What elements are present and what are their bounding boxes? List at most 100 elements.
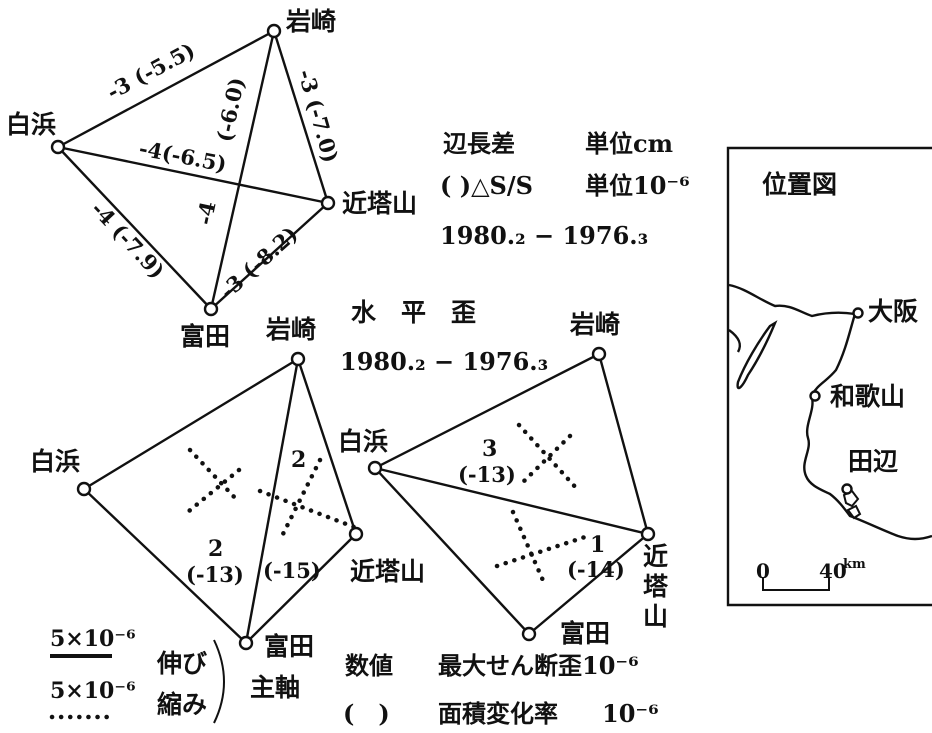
left-station-marker-iwasaki <box>290 351 306 367</box>
value-legend: 数値 最大せん断歪10⁻⁶ ( ) 面積変化率 10⁻⁶ <box>343 651 659 728</box>
edge-shirahama-iwasaki <box>57 29 275 149</box>
strain-title: 水 平 歪 <box>351 298 476 327</box>
right-value-b-paren: (-14) <box>567 557 625 582</box>
city-label-osaka: 大阪 <box>868 297 918 326</box>
edge-label-iwasaki-tonda-diff: -4 <box>191 199 220 227</box>
city-label-tanabe: 田辺 <box>848 447 898 476</box>
station-label-iwasaki: 岩崎 <box>285 7 336 36</box>
map-scale-zero: 0 <box>756 559 770 583</box>
scale-legend: 5×10⁻⁶ 5×10⁻⁶ 伸び 縮み <box>49 626 225 724</box>
value-legend-paren-desc: 面積変化率 <box>438 699 558 728</box>
value-legend-paren-unit: 10⁻⁶ <box>602 699 659 728</box>
station-label-kintozan: 近塔山 <box>342 189 417 218</box>
legend-baseline-diff-unit: 単位cm <box>585 129 673 158</box>
right-cross-a-axis-1 <box>516 422 581 493</box>
right-station-marker-kintozan <box>640 526 656 542</box>
station-marker-iwasaki <box>266 23 282 39</box>
station-marker-shirahama <box>50 139 66 155</box>
left-strain-cross-a <box>186 447 242 514</box>
city-marker-tanabe <box>841 483 853 495</box>
strain-period: 1980.₂ − 1976.₃ <box>340 347 548 376</box>
edge-iwasaki-kintozan <box>272 30 330 204</box>
right-station-marker-tonda <box>521 626 537 642</box>
left-value-b: 2 <box>291 447 306 473</box>
right-strain-network: 3 (-13) 1 (-14) 岩崎 白浜 近 塔 山 富田 <box>338 310 669 648</box>
city-label-wakayama: 和歌山 <box>830 382 905 411</box>
right-station-label-shirahama: 白浜 <box>338 427 388 456</box>
left-station-marker-shirahama <box>76 481 92 497</box>
edge-shirahama-kintozan <box>57 145 329 205</box>
location-map-frame <box>726 146 932 607</box>
edge-tonda-kintozan <box>210 202 329 310</box>
right-station-label-iwasaki: 岩崎 <box>569 310 620 339</box>
top-legend: 辺長差 単位cm ( )△S/S 単位10⁻⁶ 1980.₂ − 1976.₃ <box>440 129 690 250</box>
cross-a-axis-1 <box>187 447 240 503</box>
left-value-b-paren: (-15) <box>263 558 321 583</box>
map-scale-bar <box>762 577 830 591</box>
location-map: 位置図 大阪 和歌山 田辺 0 40 km <box>726 146 932 607</box>
station-marker-tonda <box>203 301 219 317</box>
left-station-label-kintozan: 近塔山 <box>350 557 425 586</box>
edge-label-shirahama-iwasaki: -3 (-5.5) <box>103 37 199 104</box>
station-marker-kintozan <box>320 195 336 211</box>
right-station-label-kintozan-2: 塔 <box>643 572 669 601</box>
edge-shirahama-tonda <box>57 146 212 310</box>
left-strain-cross-b <box>257 457 357 543</box>
edge-iwasaki-tonda <box>209 30 276 310</box>
left-station-marker-tonda <box>238 635 254 651</box>
left-station-marker-kintozan <box>348 526 364 542</box>
value-legend-numbers-desc: 最大せん断歪10⁻⁶ <box>438 651 639 680</box>
left-station-label-tonda: 富田 <box>264 632 314 661</box>
right-network-outline <box>373 352 650 636</box>
cross-a-axis-2 <box>186 467 242 514</box>
city-marker-osaka <box>852 307 864 319</box>
right-strain-cross-a <box>516 422 581 493</box>
coastline-north <box>728 283 857 396</box>
right-value-a: 3 <box>482 436 497 462</box>
map-scale-forty: 40 <box>819 559 847 583</box>
right-value-b: 1 <box>590 532 605 558</box>
cross-b-axis-2 <box>277 457 323 543</box>
right-cross-a-axis-2 <box>517 433 573 488</box>
station-label-tonda: 富田 <box>180 322 230 351</box>
right-strain-cross-b <box>494 509 591 588</box>
right-value-a-paren: (-13) <box>458 462 516 487</box>
edge-label-shirahama-tonda: -4 (-7.9) <box>86 196 170 283</box>
right-station-label-tonda: 富田 <box>560 619 610 648</box>
right-station-marker-shirahama <box>367 460 383 476</box>
edge-label-iwasaki-tonda: (-6.0) <box>211 75 249 144</box>
right-cross-b-axis-1 <box>494 533 591 569</box>
legend-strain-unit: 単位10⁻⁶ <box>585 171 690 200</box>
compression-label: 縮み <box>157 690 207 719</box>
station-label-shirahama: 白浜 <box>6 110 56 139</box>
legend-bracket <box>213 639 225 724</box>
left-network-outline <box>82 357 358 645</box>
location-map-title: 位置図 <box>762 170 837 199</box>
map-scale-unit: km <box>843 557 866 572</box>
strain-section-header: 水 平 歪 1980.₂ − 1976.₃ <box>340 298 548 376</box>
left-value-a: 2 <box>208 536 223 562</box>
left-station-label-main-axis: 主軸 <box>250 673 300 702</box>
value-legend-numbers: 数値 <box>345 651 393 680</box>
extension-label: 伸び <box>156 649 207 678</box>
left-station-label-iwasaki: 岩崎 <box>265 315 316 344</box>
left-strain-network: 2 (-13) 2 (-15) 岩崎 白浜 近塔山 富田 主軸 <box>30 315 425 702</box>
scale-compression-value: 5×10⁻⁶ <box>50 678 136 704</box>
legend-strain-label: ( )△S/S <box>440 171 533 200</box>
city-marker-wakayama <box>809 390 821 402</box>
coastline-kii-west <box>803 397 932 541</box>
legend-baseline-diff-label: 辺長差 <box>443 129 515 158</box>
right-network-diagonal <box>374 466 649 536</box>
shikoku-edge <box>728 329 742 353</box>
cross-b-axis-1 <box>257 488 357 530</box>
scale-extension-value: 5×10⁻⁶ <box>50 626 136 652</box>
right-station-label-kintozan-1: 近 <box>643 542 668 571</box>
right-station-marker-iwasaki <box>591 346 607 362</box>
right-station-label-kintozan-3: 山 <box>643 602 668 631</box>
left-station-label-shirahama: 白浜 <box>30 447 80 476</box>
edge-label-shirahama-kintozan: -4(-6.5) <box>137 135 229 176</box>
right-cross-b-axis-2 <box>510 509 548 588</box>
left-network-diagonal <box>244 358 300 644</box>
island-small-2 <box>846 504 862 520</box>
awaji-island <box>736 320 778 390</box>
